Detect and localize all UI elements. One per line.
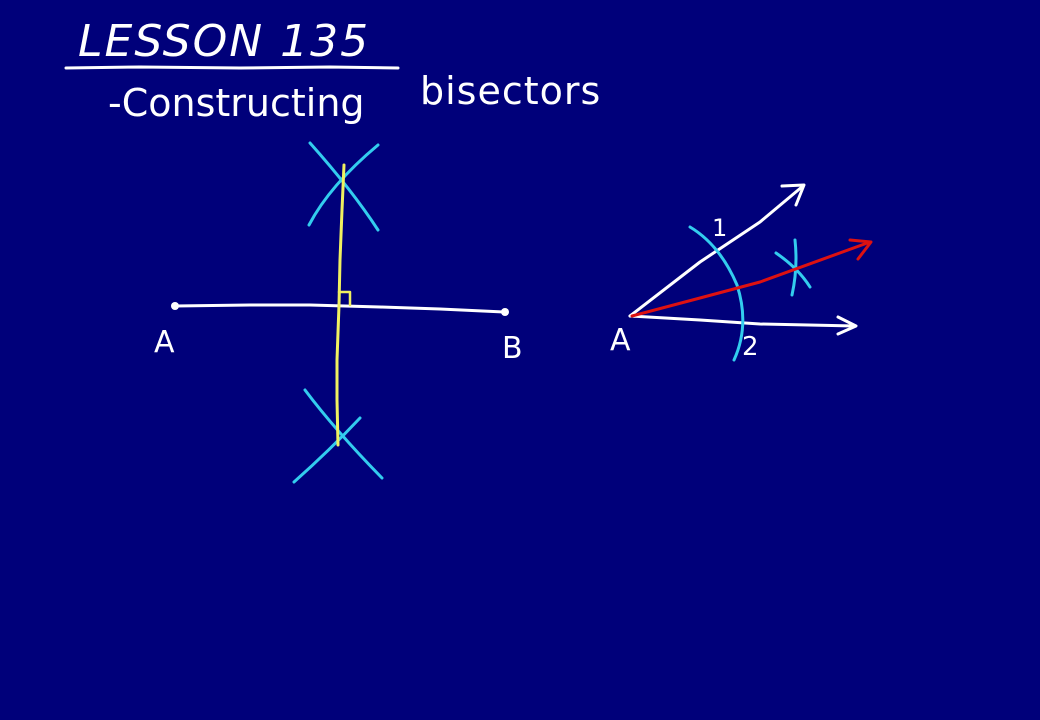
right-angle-mark	[337, 290, 352, 307]
title-underline	[64, 65, 400, 70]
upper-arc-from-b	[307, 143, 380, 227]
label-vertex-a: A	[610, 323, 631, 358]
subtitle-constructing: -Constructing	[108, 81, 365, 125]
label-point-a: A	[154, 325, 175, 360]
lower-ray-arrowhead	[836, 315, 858, 336]
perpendicular-bisector-line	[335, 163, 346, 447]
lesson-title: LESSON 135	[78, 16, 370, 67]
point-a-dot	[171, 302, 179, 310]
vertex-compass-arc	[688, 225, 745, 362]
lower-ray	[628, 314, 857, 328]
upper-arc-from-a	[308, 141, 380, 232]
segment-bisector-diagram: A B	[154, 141, 523, 484]
subtitle-bisectors: bisectors	[420, 69, 601, 113]
label-arc-point-2: 2	[742, 332, 759, 362]
point-b-dot	[501, 308, 509, 316]
angle-bisector-arrowhead	[848, 238, 873, 261]
lower-arc-from-a	[303, 388, 384, 480]
label-point-b: B	[502, 331, 523, 366]
upper-ray	[628, 184, 805, 318]
angle-bisector-diagram: A 1 2	[610, 183, 873, 362]
label-arc-point-1: 1	[712, 214, 727, 242]
lower-arc-from-b	[292, 416, 362, 484]
angle-bisector-ray	[630, 240, 872, 318]
title-block: LESSON 135 -Constructing bisectors	[64, 16, 601, 125]
upper-ray-arrowhead	[780, 183, 806, 207]
segment-ab	[173, 303, 506, 314]
